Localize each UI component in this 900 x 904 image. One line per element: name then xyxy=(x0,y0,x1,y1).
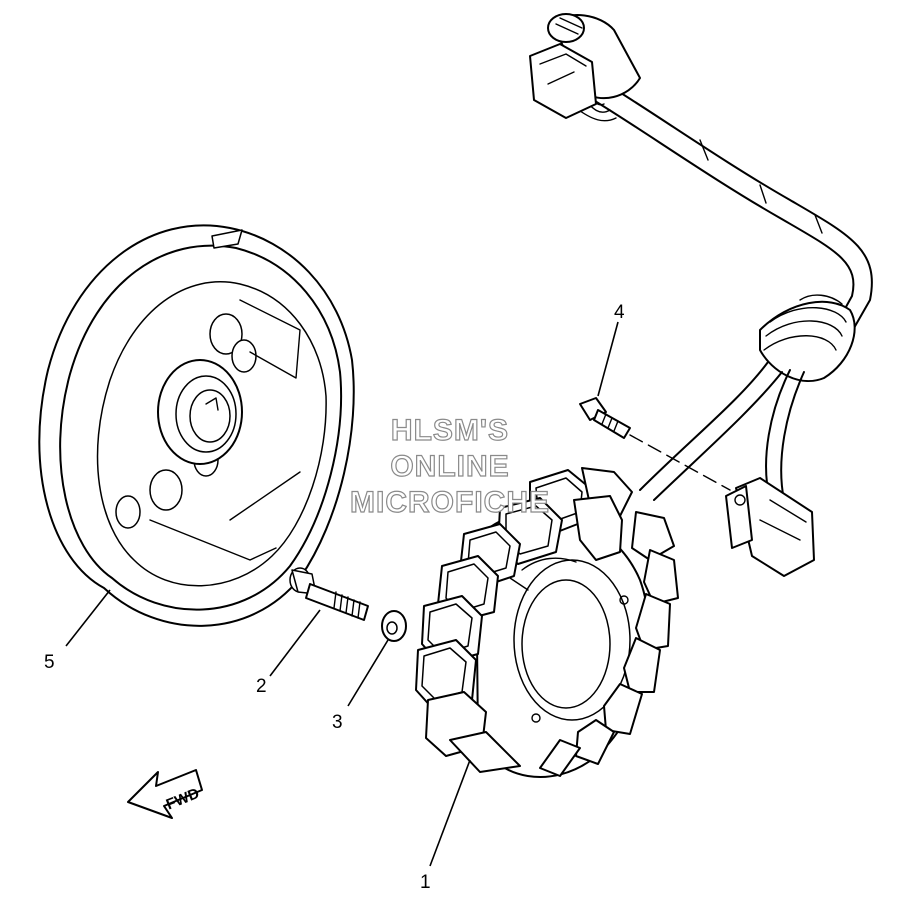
grommet xyxy=(759,294,856,383)
leader-lines xyxy=(65,321,619,867)
watermark-line-3: MICROFICHE xyxy=(350,486,550,519)
watermark: HLSM'S ONLINE MICROFICHE xyxy=(349,413,550,519)
stator-assembly xyxy=(415,467,679,778)
pickup-coil xyxy=(725,477,815,577)
washer xyxy=(381,610,407,642)
bolt xyxy=(289,567,369,621)
callout-3: 3 xyxy=(332,712,343,733)
callout-2: 2 xyxy=(256,676,267,697)
wire-harness xyxy=(529,13,873,577)
callout-5: 5 xyxy=(44,652,55,673)
screw xyxy=(579,397,631,439)
fwd-arrow: FWD xyxy=(127,769,203,819)
rotor-flywheel xyxy=(38,224,355,627)
watermark-line-1: HLSM'S xyxy=(391,414,509,447)
callout-1: 1 xyxy=(420,872,431,893)
callout-4: 4 xyxy=(614,302,625,323)
watermark-line-2: ONLINE xyxy=(390,450,509,483)
stator-poles xyxy=(415,467,679,777)
